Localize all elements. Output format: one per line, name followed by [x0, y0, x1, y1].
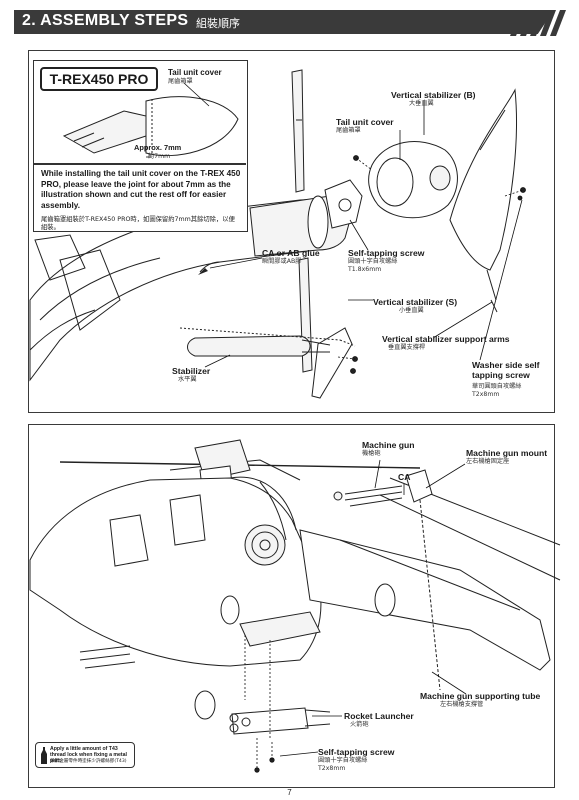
self-tapping-screw-bottom-size: T2x8mm	[318, 765, 346, 772]
page-title: 2. ASSEMBLY STEPS	[22, 12, 189, 29]
rocket-launcher-label: Rocket Launcher	[344, 711, 414, 721]
washer-screw-label-cjk: 華司圓頭自攻螺絲	[472, 383, 522, 390]
trex450-note-callout: T-REX450 PRO Tail unit cover 尾齒箱罩 Approx…	[33, 60, 248, 232]
machine-gun-mount-label-cjk: 左右機槍固定座	[466, 458, 510, 465]
machine-gun-tube-label-cjk: 左右機槍支撐管	[440, 701, 484, 708]
self-tapping-screw-bottom-label-cjk: 圓頭十字自攻螺絲	[318, 757, 368, 764]
callout-note: While installing the tail unit cover on …	[41, 169, 241, 210]
tail-unit-cover-label: Tail unit cover	[336, 117, 394, 127]
approx-label-cjk: 約7mm	[148, 153, 171, 160]
stabilizer-label-cjk: 水平翼	[178, 376, 197, 383]
self-tapping-screw-top-size: T1.8x6mm	[348, 266, 382, 273]
rocket-launcher-label-cjk: 火箭砲	[350, 721, 369, 728]
stabilizer-label: Stabilizer	[172, 366, 211, 376]
ca-label: CA	[398, 472, 411, 482]
machine-gun-tube-label: Machine gun supporting tube	[420, 691, 541, 701]
callout-tail-cover-label: Tail unit cover	[168, 68, 222, 77]
header-bar	[14, 10, 554, 34]
vertical-stabilizer-b-label: Vertical stabilizer (B)	[391, 90, 476, 100]
support-arms-label-cjk: 垂直翼支撐桿	[388, 344, 426, 351]
tip-text: Apply a little amount of T43 thread lock…	[50, 746, 127, 765]
vertical-stabilizer-s-label: Vertical stabilizer (S)	[373, 297, 458, 307]
machine-gun-label: Machine gun	[362, 440, 415, 450]
ca-ab-glue-label: CA or AB glue	[262, 248, 320, 258]
washer-screw-size: T2x8mm	[472, 391, 500, 398]
self-tapping-screw-top-label: Self-tapping screw	[348, 248, 425, 258]
callout-tail-cover-label-cjk: 尾齒箱罩	[168, 78, 193, 85]
support-arms-label: Vertical stabilizer support arms	[382, 334, 510, 344]
vertical-stabilizer-s-label-cjk: 小垂直翼	[399, 307, 424, 314]
callout-note-cjk: 尾齒箱罩組裝於T-REX450 PRO時，如圖保留約7mm其餘切除，以便組裝。	[41, 216, 235, 232]
callout-divider	[34, 163, 246, 165]
brand-badge: T-REX450 PRO	[40, 67, 158, 91]
tip-text-cjk: 鎖緊金屬零件時塗抹少許螺絲膠(T43)	[50, 759, 127, 764]
approx-label: Approx. 7mm	[134, 143, 182, 152]
machine-gun-mount-label: Machine gun mount	[466, 448, 548, 458]
thread-lock-bottle-icon	[41, 747, 47, 764]
tail-unit-cover-label-cjk: 尾齒箱罩	[336, 127, 361, 134]
header: 2. ASSEMBLY STEPS 組裝順序	[0, 0, 579, 40]
machine-gun-label-cjk: 機槍砲	[362, 450, 381, 457]
self-tapping-screw-top-label-cjk: 圓頭十字自攻螺絲	[348, 258, 398, 265]
page-title-cjk: 組裝順序	[196, 17, 240, 30]
page-number: 7	[287, 788, 292, 797]
thread-lock-tip: Apply a little amount of T43 thread lock…	[35, 742, 135, 768]
washer-screw-label: Washer side self tapping screw	[472, 360, 540, 380]
tail-cover-trim-illustration	[62, 82, 239, 158]
ca-ab-glue-label-cjk: 瞬間膠或AB膠	[262, 258, 302, 265]
vertical-stabilizer-b-label-cjk: 大垂直翼	[409, 100, 434, 107]
self-tapping-screw-bottom-label: Self-tapping screw	[318, 747, 395, 757]
header-stripes-decoration	[510, 10, 566, 36]
